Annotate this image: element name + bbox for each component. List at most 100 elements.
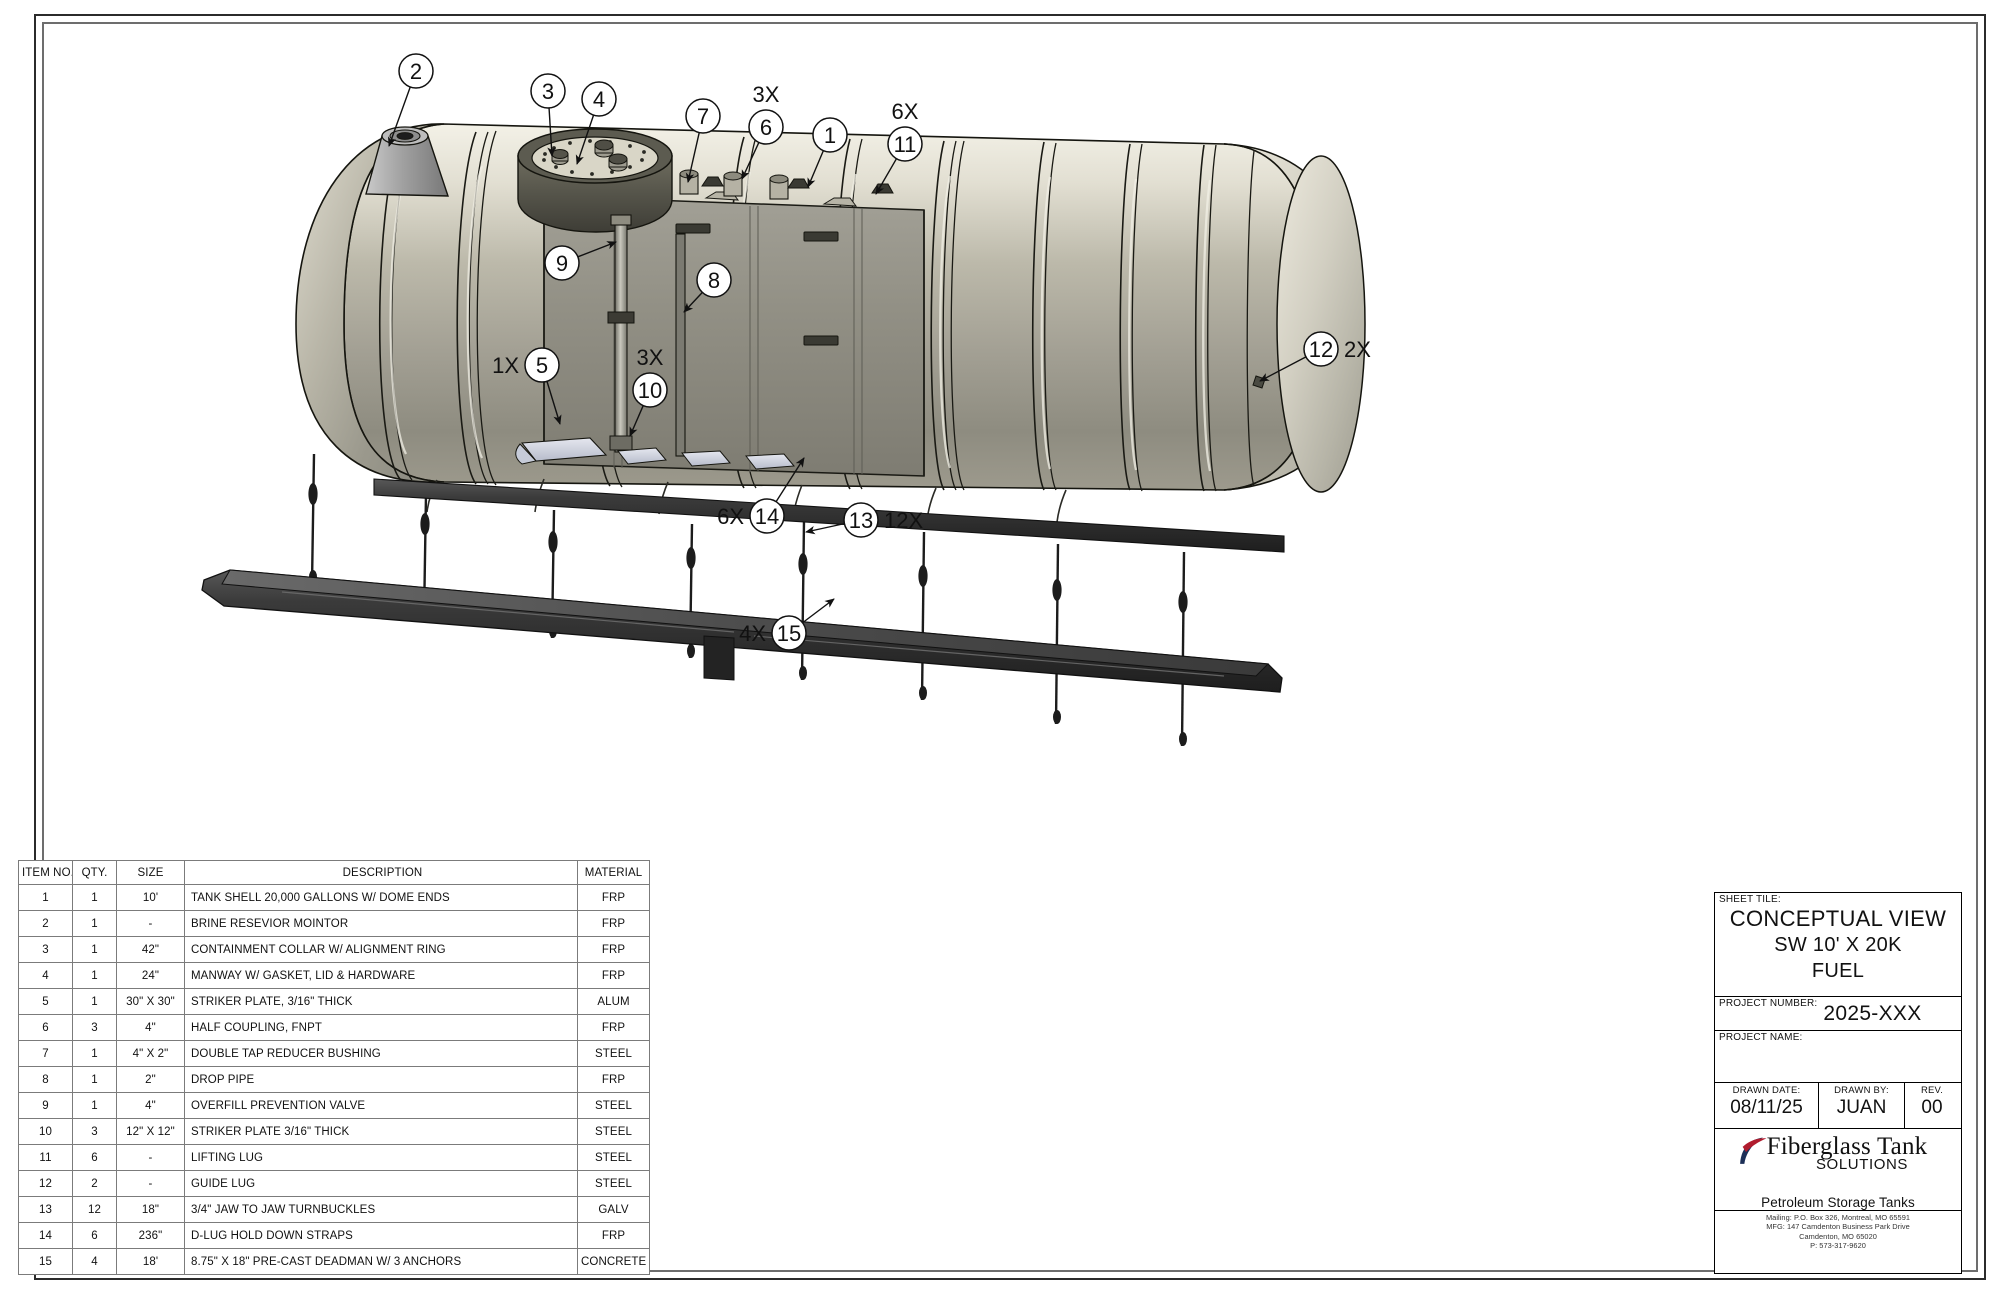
address-line-1: Mailing: P.O. Box 326, Montreal, MO 6559… — [1765, 1213, 1911, 1222]
leader-line — [546, 381, 562, 425]
balloon-8: 8 — [683, 262, 732, 313]
brine-reservoir-monitor — [365, 126, 449, 197]
balloon-circle — [843, 502, 879, 538]
balloon-number: 10 — [638, 378, 662, 403]
deadman-anchors — [201, 478, 1285, 693]
project-name-section: PROJECT NAME: — [1715, 1031, 1961, 1083]
cell-material: FRP — [577, 1014, 650, 1041]
leader-line — [547, 107, 556, 157]
bill-of-materials-table: ITEM NO. QTY. SIZE DESCRIPTION MATERIAL … — [18, 860, 650, 1275]
col-item-no: ITEM NO. — [18, 860, 73, 885]
logo-tagline: Petroleum Storage Tanks — [1761, 1195, 1915, 1210]
leader-line — [805, 522, 845, 535]
cell-description: BRINE RESEVIOR MOINTOR — [184, 910, 578, 937]
cell-material: GALV — [577, 1196, 650, 1223]
cell-qty: 1 — [72, 1066, 117, 1093]
cell-description: STRIKER PLATE 3/16" THICK — [184, 1118, 578, 1145]
cell-item-no: 9 — [18, 1092, 73, 1119]
drawn-date-value: 08/11/25 — [1730, 1097, 1803, 1118]
balloon-circle — [632, 372, 668, 408]
manway-fittings — [551, 139, 628, 172]
sheet-title-label: SHEET TILE: — [1719, 894, 1781, 905]
balloon-number: 13 — [849, 508, 873, 533]
balloon-number: 2 — [410, 59, 422, 84]
cell-size: - — [116, 910, 185, 937]
cell-item-no: 1 — [18, 884, 73, 911]
cell-qty: 3 — [72, 1014, 117, 1041]
cell-item-no: 6 — [18, 1014, 73, 1041]
cell-size: 42" — [116, 936, 185, 963]
balloon-qty-prefix: 6X — [717, 504, 744, 529]
cell-material: CONCRETE — [577, 1248, 650, 1275]
cell-description: DOUBLE TAP REDUCER BUSHING — [184, 1040, 578, 1067]
balloon-qty-suffix: 2X — [1344, 337, 1371, 362]
tank-end-cap-face — [1276, 155, 1366, 493]
cell-qty: 6 — [72, 1222, 117, 1249]
cell-material: FRP — [577, 962, 650, 989]
balloon-circle — [887, 126, 923, 162]
cell-item-no: 2 — [18, 910, 73, 937]
cell-material: STEEL — [577, 1092, 650, 1119]
balloon-qty-prefix: 1X — [492, 353, 519, 378]
cell-size: 18' — [116, 1248, 185, 1275]
cell-size: 4" — [116, 1092, 185, 1119]
balloon-circle — [530, 73, 566, 109]
leader-line — [575, 114, 595, 165]
cell-material: ALUM — [577, 988, 650, 1015]
balloon-5: 51X — [492, 347, 562, 425]
cell-item-no: 4 — [18, 962, 73, 989]
balloon-3: 3 — [530, 73, 566, 157]
leader-line — [1259, 356, 1307, 382]
leader-line — [875, 158, 898, 195]
leader-line — [802, 598, 835, 624]
balloon-number: 3 — [542, 79, 554, 104]
cell-qty: 1 — [72, 962, 117, 989]
cell-size: 10' — [116, 884, 185, 911]
cell-description: HALF COUPLING, FNPT — [184, 1014, 578, 1041]
cell-material: FRP — [577, 1222, 650, 1249]
col-size: SIZE — [116, 860, 185, 885]
cell-qty: 1 — [72, 936, 117, 963]
striker-plate-large — [520, 437, 608, 462]
drop-pipe — [675, 233, 686, 457]
balloon-qty-suffix: 12X — [884, 508, 923, 533]
cell-qty: 1 — [72, 1040, 117, 1067]
project-number-section: PROJECT NUMBER: 2025-XXX — [1715, 997, 1961, 1031]
cell-description: 3/4" JAW TO JAW TURNBUCKLES — [184, 1196, 578, 1223]
leader-line — [685, 132, 700, 183]
balloon-number: 9 — [556, 251, 568, 276]
cell-description: D-LUG HOLD DOWN STRAPS — [184, 1222, 578, 1249]
balloon-2: 2 — [388, 53, 434, 147]
cell-size: 4" X 2" — [116, 1040, 185, 1067]
balloon-4: 4 — [575, 81, 617, 165]
table-header-row: ITEM NO. QTY. SIZE DESCRIPTION MATERIAL — [18, 860, 650, 885]
cell-material: FRP — [577, 1066, 650, 1093]
balloon-6: 63X — [741, 82, 784, 180]
balloon-number: 4 — [593, 87, 605, 112]
balloon-circle — [749, 498, 785, 534]
cell-size: - — [116, 1144, 185, 1171]
balloon-circle — [771, 615, 807, 651]
cell-item-no: 5 — [18, 988, 73, 1015]
cell-size: 4" — [116, 1014, 185, 1041]
balloon-circle — [685, 98, 721, 134]
cell-qty: 4 — [72, 1248, 117, 1275]
project-name-value — [1715, 1043, 1961, 1047]
cell-qty: 6 — [72, 1144, 117, 1171]
cell-material: FRP — [577, 936, 650, 963]
cell-item-no: 3 — [18, 936, 73, 963]
tank-cutaway-section — [543, 195, 925, 477]
cell-size: 236" — [116, 1222, 185, 1249]
company-logo-section: Fiberglass Tank SOLUTIONS Petroleum Stor… — [1715, 1129, 1961, 1250]
cell-size: - — [116, 1170, 185, 1197]
